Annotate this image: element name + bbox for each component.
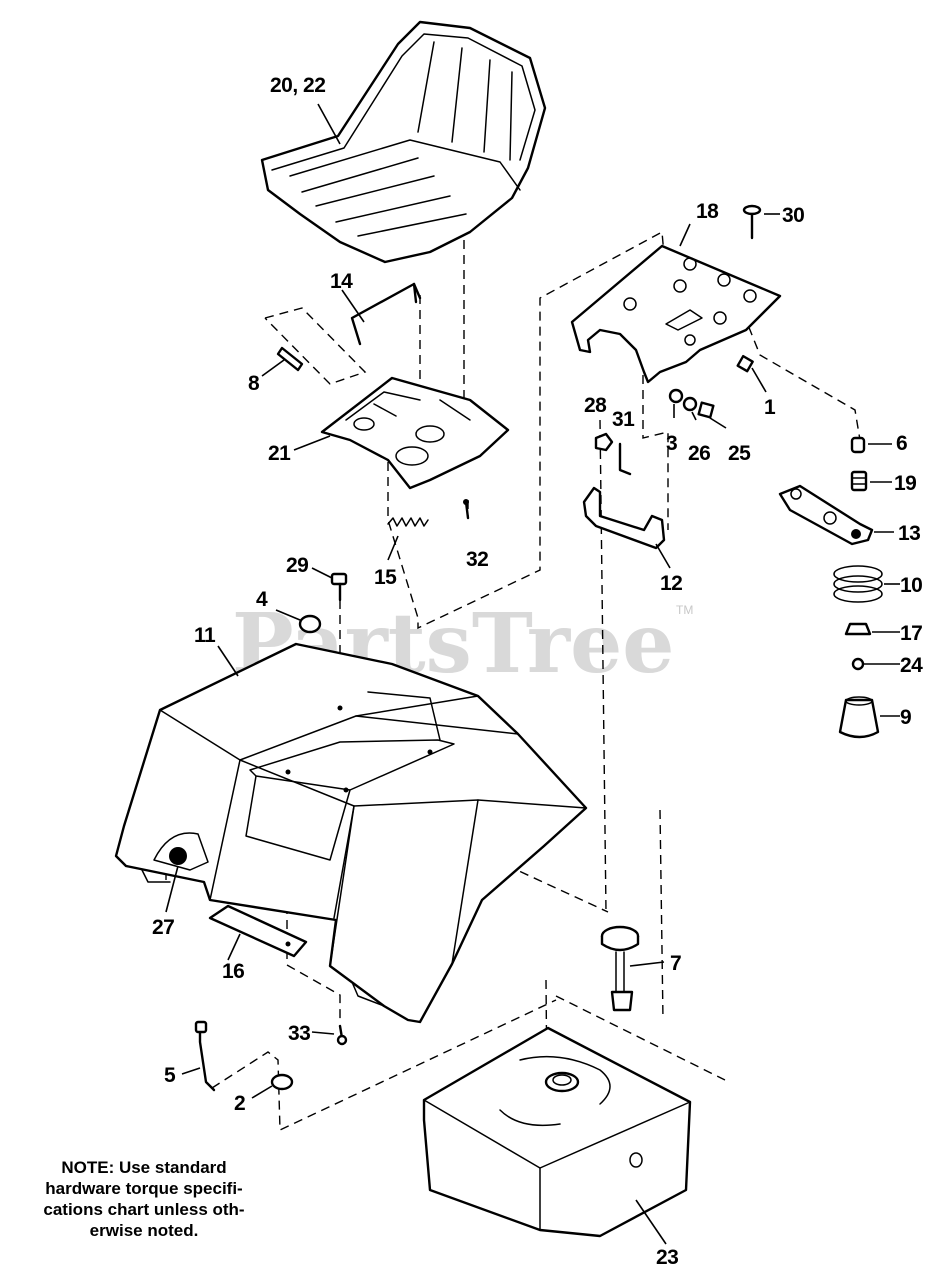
callout-4: 4 xyxy=(256,588,268,611)
pin-31-part[interactable] xyxy=(618,442,632,476)
callout-25: 25 xyxy=(728,442,751,465)
callout-3: 3 xyxy=(666,432,677,455)
callout-8: 8 xyxy=(248,372,260,395)
callout-28: 28 xyxy=(584,394,607,417)
callout-33: 33 xyxy=(288,1022,310,1045)
nut-26-part[interactable] xyxy=(682,396,698,421)
fuel-tank-23-part[interactable] xyxy=(422,1026,692,1245)
callout-30: 30 xyxy=(782,204,804,227)
fender-body-part[interactable] xyxy=(114,642,588,1024)
grommet-4-part[interactable] xyxy=(275,609,322,634)
torque-note: NOTE: Use standard hardware torque speci… xyxy=(10,1157,278,1241)
wire-5-part[interactable] xyxy=(181,1020,216,1092)
callout-10: 10 xyxy=(900,574,922,597)
fuel-cap-7-part[interactable] xyxy=(600,925,665,1012)
callout-13: 13 xyxy=(898,522,920,545)
plug-27-part[interactable] xyxy=(165,865,179,913)
callout-1: 1 xyxy=(764,396,776,419)
nut-28-part[interactable] xyxy=(594,432,614,452)
screw-33-part[interactable] xyxy=(311,1024,348,1046)
callout-9: 9 xyxy=(900,706,911,729)
callout-labels: 20, 22 14 8 21 15 32 18 30 1 28 31 3 26 … xyxy=(152,74,924,1269)
seat-bracket-part[interactable] xyxy=(293,376,510,490)
watermark-trademark: TM xyxy=(676,603,693,617)
callout-21: 21 xyxy=(268,442,291,465)
callout-23: 23 xyxy=(656,1246,678,1269)
callout-11: 11 xyxy=(194,624,216,647)
callout-16: 16 xyxy=(222,960,244,983)
callout-29: 29 xyxy=(286,554,308,577)
callout-20-22: 20, 22 xyxy=(270,74,325,97)
nut-1-part[interactable] xyxy=(736,354,767,393)
nut-25-part[interactable] xyxy=(697,401,727,429)
screw-32-part[interactable] xyxy=(463,499,470,520)
strap-plate-16-part[interactable] xyxy=(208,904,308,961)
bolt-29-part[interactable] xyxy=(311,567,348,602)
callout-17: 17 xyxy=(900,622,922,645)
seat-part[interactable] xyxy=(260,20,547,264)
lever-13-part[interactable] xyxy=(778,484,894,546)
spring-10-part[interactable] xyxy=(833,565,900,603)
callout-5: 5 xyxy=(164,1064,176,1087)
nut-24-part[interactable] xyxy=(851,657,900,671)
spring-part[interactable] xyxy=(387,517,429,561)
nut-3-part[interactable] xyxy=(668,388,684,418)
mounting-plate-part[interactable] xyxy=(570,223,782,384)
knob-9-part[interactable] xyxy=(838,696,900,739)
note-line-3: cations chart unless oth- xyxy=(43,1200,245,1219)
callout-15: 15 xyxy=(374,566,397,589)
callout-32: 32 xyxy=(466,548,488,571)
note-line-4: erwise noted. xyxy=(89,1221,199,1240)
callout-7: 7 xyxy=(670,952,681,975)
callout-6: 6 xyxy=(896,432,907,455)
callout-31: 31 xyxy=(612,408,635,431)
callout-18: 18 xyxy=(696,200,719,223)
callout-27: 27 xyxy=(152,916,174,939)
link-rod-part[interactable] xyxy=(341,282,422,346)
callout-14: 14 xyxy=(330,270,353,293)
callout-19: 19 xyxy=(894,472,916,495)
note-line-2: hardware torque specifi- xyxy=(45,1179,243,1198)
nut-2-part[interactable] xyxy=(251,1073,294,1099)
bracket-12-part[interactable] xyxy=(582,486,671,569)
callout-26: 26 xyxy=(688,442,710,465)
note-line-1: NOTE: Use standard xyxy=(61,1158,227,1177)
callout-12: 12 xyxy=(660,572,682,595)
bolt-30-part[interactable] xyxy=(742,204,780,240)
spring-19-part[interactable] xyxy=(850,470,892,492)
bushing-6-part[interactable] xyxy=(850,436,892,454)
callout-24: 24 xyxy=(900,654,923,677)
callout-2: 2 xyxy=(234,1092,245,1115)
washer-17-part[interactable] xyxy=(844,622,900,636)
pin-part[interactable] xyxy=(261,346,304,377)
